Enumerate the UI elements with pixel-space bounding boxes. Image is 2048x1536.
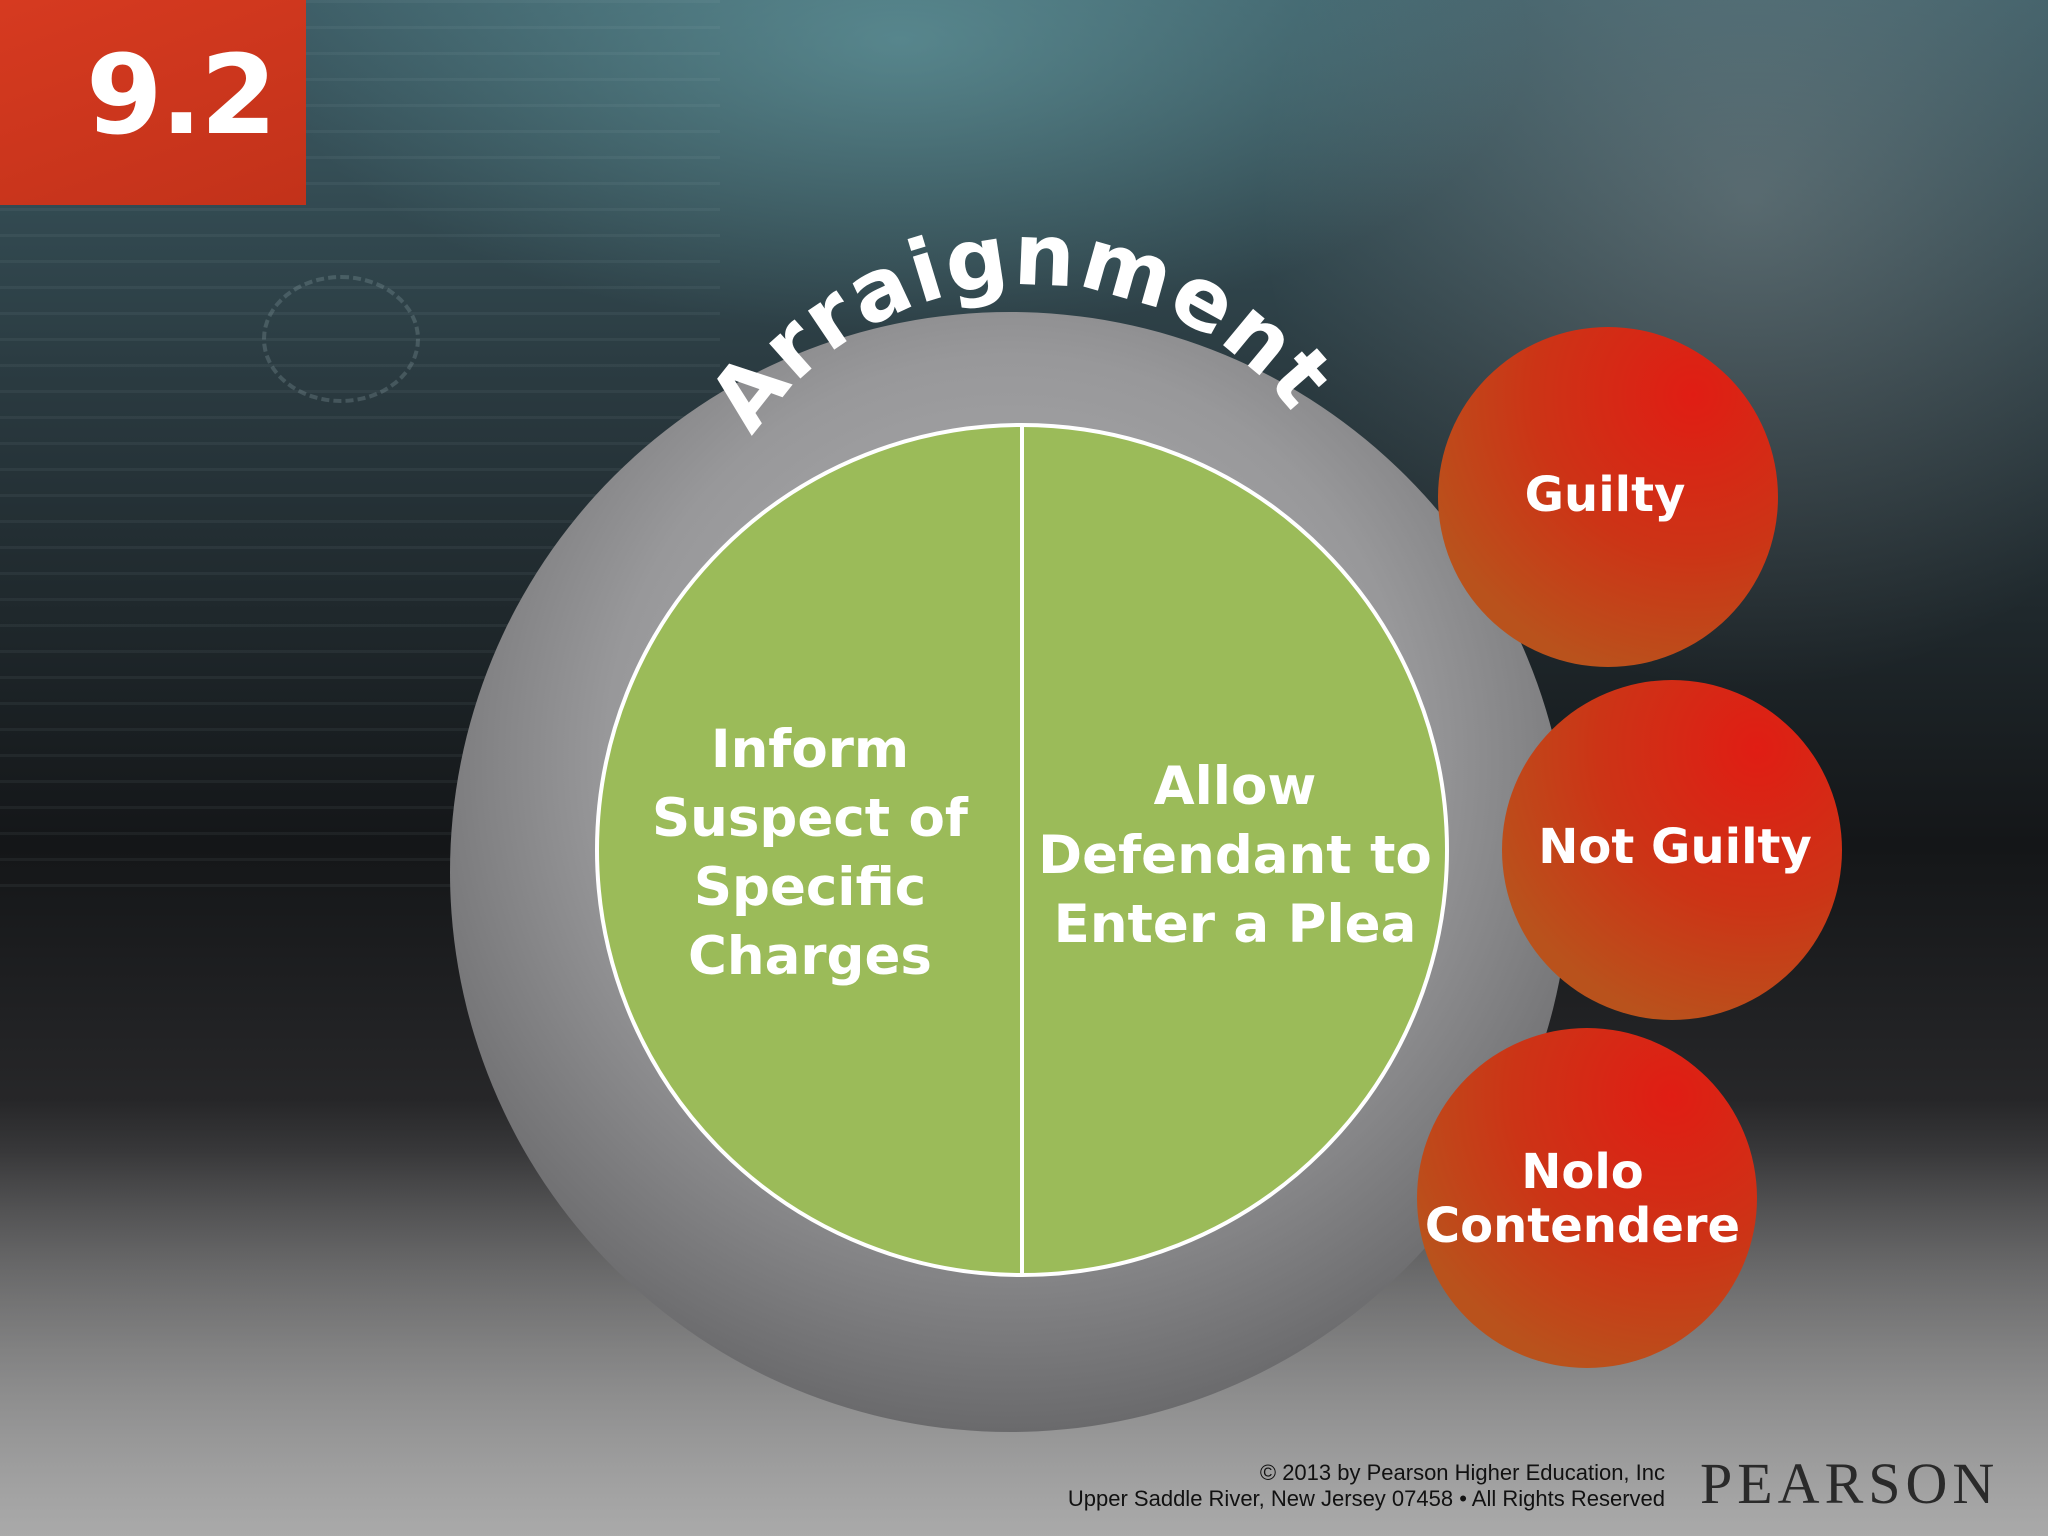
stamp-decoration [262, 275, 420, 403]
copyright-notice: © 2013 by Pearson Higher Education, Inc … [950, 1460, 1665, 1512]
section-number: 9.2 [86, 31, 277, 159]
plea-label-guilty: Guilty [1524, 467, 1686, 523]
copyright-line-2: Upper Saddle River, New Jersey 07458 • A… [1067, 1486, 1665, 1511]
plea-nolo-circle [1417, 1028, 1757, 1368]
half-label-inform: Inform Suspect of Specific Charges [651, 719, 968, 987]
plea-guilty-circle [1438, 327, 1778, 667]
plea-label-nolo: Nolo Contendere [1424, 1144, 1741, 1254]
copyright-line-1: © 2013 by Pearson Higher Education, Inc [1259, 1460, 1665, 1485]
plea-not-guilty-circle [1502, 680, 1842, 1020]
half-label-allow: Allow Defendant to Enter a Plea [1038, 756, 1432, 955]
section-badge: 9.2 [0, 0, 306, 205]
publisher-logo: PEARSON [1700, 1451, 2000, 1516]
plea-label-not-guilty: Not Guilty [1538, 819, 1812, 875]
